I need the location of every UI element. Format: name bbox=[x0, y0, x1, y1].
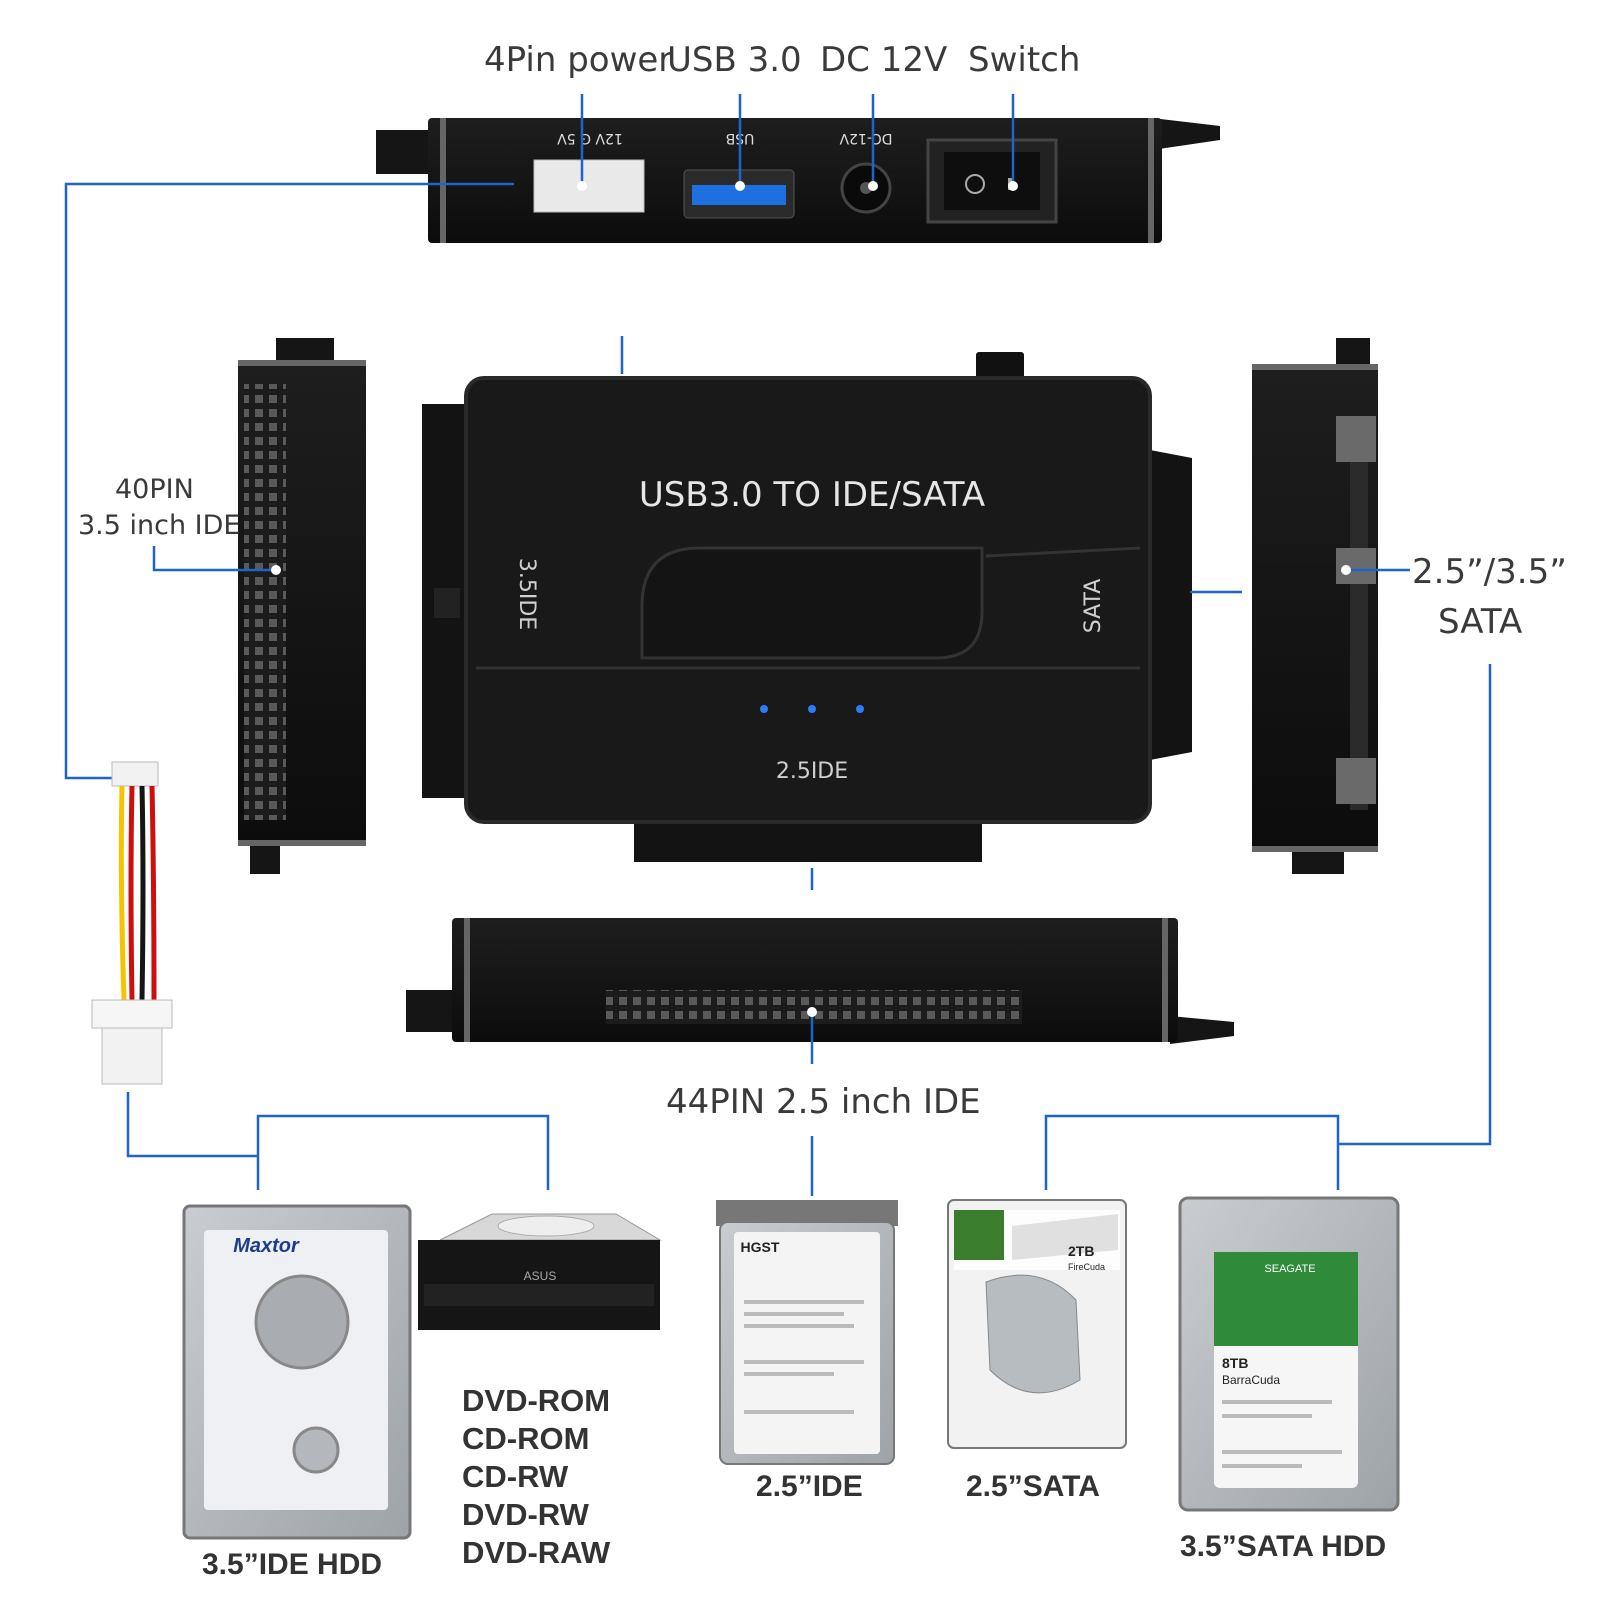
label-usb3: USB 3.0 bbox=[667, 40, 802, 80]
maxtor-brand: Maxtor bbox=[233, 1235, 300, 1257]
label-switch: Switch bbox=[968, 40, 1081, 80]
label-25-ide: 2.5”IDE bbox=[756, 1470, 863, 1503]
optical-item: DVD-RAW bbox=[462, 1535, 611, 1570]
led-2 bbox=[808, 705, 816, 713]
power-port bbox=[533, 159, 645, 213]
connection-lines bbox=[64, 182, 1492, 1196]
optical-item: DVD-RW bbox=[462, 1497, 589, 1532]
label-4pin-power: 4Pin power bbox=[484, 40, 673, 80]
ide44-connector bbox=[606, 990, 1022, 1024]
barracuda-hdd-image: SEAGATE 8TB BarraCuda bbox=[1178, 1196, 1400, 1512]
label-sata: SATA bbox=[1438, 602, 1523, 642]
molex-cable bbox=[91, 761, 173, 1085]
optical-item: CD-ROM bbox=[462, 1421, 590, 1456]
label-sata-size: 2.5”/3.5” bbox=[1412, 552, 1567, 592]
adapter-title: USB3.0 TO IDE/SATA bbox=[639, 475, 985, 515]
ide40-side-view bbox=[238, 338, 366, 874]
optical-item: DVD-ROM bbox=[462, 1383, 611, 1418]
asus-brand: ASUS bbox=[524, 1269, 557, 1283]
label-35-inch-ide: 3.5 inch IDE bbox=[78, 510, 241, 541]
label-35-ide-hdd: 3.5”IDE HDD bbox=[202, 1548, 383, 1581]
firecuda-hdd-image: 2TB FireCuda bbox=[947, 1199, 1127, 1449]
firecuda-capacity: 2TB bbox=[1068, 1243, 1094, 1259]
maxtor-hdd-image: Maxtor bbox=[182, 1204, 412, 1540]
sata-side-view bbox=[1252, 338, 1378, 874]
dc-port-mark: DC-12V bbox=[839, 130, 892, 146]
ide44-bottom-view bbox=[406, 918, 1234, 1044]
led-1 bbox=[760, 705, 768, 713]
firecuda-model: FireCuda bbox=[1068, 1262, 1105, 1272]
label-35-sata-hdd: 3.5”SATA HDD bbox=[1180, 1530, 1387, 1563]
adapter-front-view: USB3.0 TO IDE/SATA 3.5IDE SATA 2.5IDE bbox=[422, 352, 1192, 862]
label-40pin: 40PIN bbox=[115, 474, 194, 505]
adapter-ticks bbox=[620, 336, 1242, 890]
sata-connector bbox=[1350, 416, 1368, 810]
optical-item: CD-RW bbox=[462, 1459, 569, 1494]
barracuda-model: BarraCuda bbox=[1222, 1373, 1280, 1387]
adapter-left-port-label: 3.5IDE bbox=[514, 558, 539, 630]
optical-drive-list: DVD-ROM CD-ROM CD-RW DVD-RW DVD-RAW bbox=[462, 1382, 610, 1572]
led-3 bbox=[856, 705, 864, 713]
label-dc12v: DC 12V bbox=[820, 40, 948, 80]
barracuda-brand: SEAGATE bbox=[1264, 1263, 1315, 1275]
adapter-right-port-label: SATA bbox=[1081, 579, 1106, 634]
barracuda-capacity: 8TB bbox=[1222, 1355, 1248, 1371]
hgst-hdd-image: HGST bbox=[716, 1200, 898, 1465]
label-25-sata: 2.5”SATA bbox=[966, 1470, 1100, 1503]
adapter-bottom-port-label: 2.5IDE bbox=[776, 759, 848, 784]
rear-panel-view: 12V G 5V USB DC-12V bbox=[376, 118, 1220, 243]
power-port-mark: 12V G 5V bbox=[557, 130, 623, 146]
hgst-brand: HGST bbox=[741, 1239, 780, 1255]
dvd-drive-image: ASUS bbox=[418, 1213, 662, 1330]
ide40-connector bbox=[244, 384, 286, 820]
label-44pin: 44PIN 2.5 inch IDE bbox=[666, 1082, 981, 1122]
top-callouts bbox=[580, 94, 1015, 186]
